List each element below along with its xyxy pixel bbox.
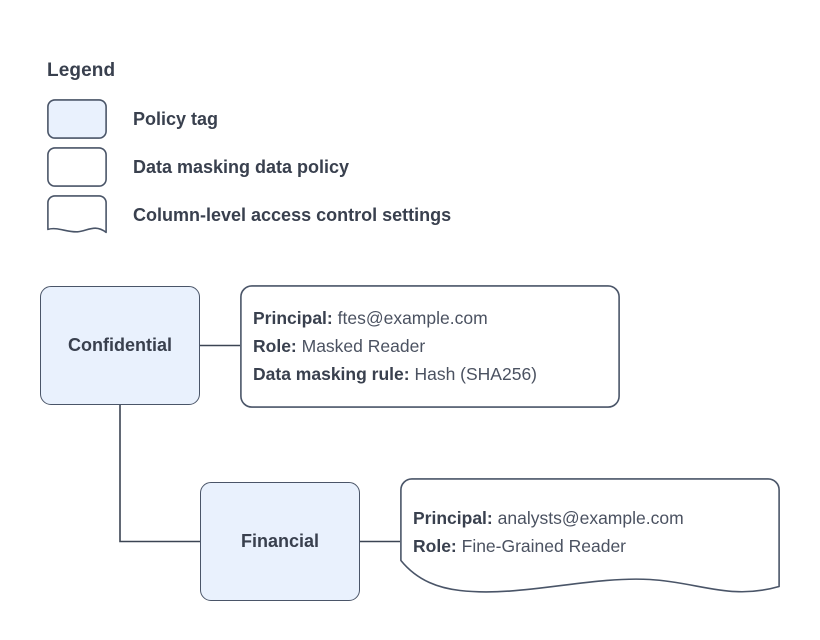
detail-value-masking-rule: Hash (SHA256) (414, 364, 538, 384)
detail-line-masking-rule: Data masking rule: Hash (SHA256) (253, 360, 620, 388)
detail-key-role-financial: Role: (413, 536, 457, 556)
policy-tag-swatch (47, 99, 107, 139)
detail-box-financial-body: Principal: analysts@example.com Role: Fi… (400, 478, 780, 600)
edge-confidential-to-financial (119, 405, 200, 543)
detail-box-confidential[interactable]: Principal: ftes@example.com Role: Masked… (240, 285, 620, 408)
detail-value-principal: ftes@example.com (337, 308, 488, 328)
data-policy-swatch (47, 147, 107, 187)
detail-value-role: Masked Reader (301, 336, 426, 356)
detail-line-principal-financial: Principal: analysts@example.com (413, 504, 780, 532)
node-financial-label: Financial (240, 531, 320, 551)
detail-line-role: Role: Masked Reader (253, 332, 620, 360)
legend-item-policy-tag: Policy tag (47, 99, 767, 141)
detail-box-confidential-body: Principal: ftes@example.com Role: Masked… (240, 285, 620, 408)
legend-label-data-policy: Data masking data policy (133, 157, 350, 177)
node-financial[interactable]: Financial (200, 482, 360, 601)
legend-item-column-access: Column-level access control settings (47, 195, 767, 237)
legend-title: Legend (47, 60, 116, 81)
node-confidential[interactable]: Confidential (40, 286, 200, 405)
detail-key-role: Role: (253, 336, 297, 356)
detail-key-masking-rule: Data masking rule: (253, 364, 410, 384)
node-confidential-label: Confidential (68, 335, 172, 355)
column-access-swatch (47, 195, 107, 235)
detail-box-confidential-shape (240, 285, 620, 408)
legend-label-column-access: Column-level access control settings (133, 205, 452, 225)
detail-key-principal-financial: Principal: (413, 508, 493, 528)
detail-value-principal-financial: analysts@example.com (497, 508, 684, 528)
legend-item-data-policy: Data masking data policy (47, 147, 767, 189)
detail-line-principal: Principal: ftes@example.com (253, 304, 620, 332)
detail-box-financial-shape (400, 478, 780, 600)
detail-key-principal: Principal: (253, 308, 333, 328)
detail-line-role-financial: Role: Fine-Grained Reader (413, 532, 780, 560)
detail-value-role-financial: Fine-Grained Reader (461, 536, 627, 556)
legend-label-policy-tag: Policy tag (133, 109, 219, 129)
detail-box-financial[interactable]: Principal: analysts@example.com Role: Fi… (400, 478, 780, 600)
